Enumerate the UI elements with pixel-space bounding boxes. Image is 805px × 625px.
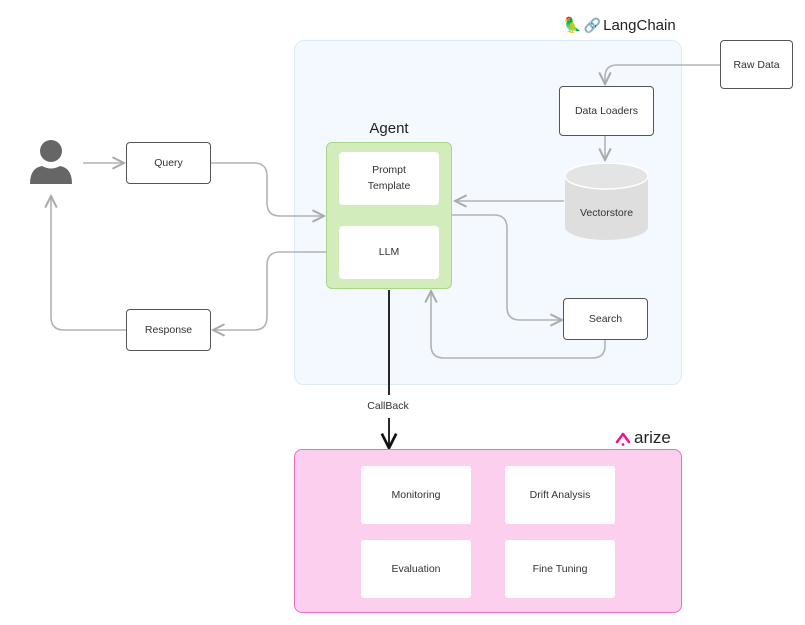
langchain-brand-label: LangChain: [603, 16, 676, 34]
arize-container: Monitoring Drift Analysis Evaluation Fin…: [294, 449, 682, 613]
prompt-template-node[interactable]: Prompt Template: [339, 152, 439, 205]
query-node[interactable]: Query: [126, 142, 211, 184]
vectorstore-label: Vectorstore: [579, 207, 634, 219]
drift-analysis-tile[interactable]: Drift Analysis: [505, 466, 615, 524]
query-label: Query: [154, 157, 183, 169]
response-node[interactable]: Response: [126, 309, 211, 351]
link-icon: 🔗: [583, 16, 602, 33]
parrot-icon: 🦜: [563, 17, 582, 34]
search-node[interactable]: Search: [563, 298, 648, 340]
search-label: Search: [588, 313, 623, 325]
data-loaders-label: Data Loaders: [574, 105, 639, 117]
edge-agent-search-overlay: [452, 214, 562, 320]
llm-node[interactable]: LLM: [339, 226, 439, 279]
database-icon: [565, 163, 648, 240]
response-label: Response: [144, 324, 193, 336]
edge-search-agent-overlay: [431, 291, 606, 359]
edge-rawdata-loaders-overlay: [605, 64, 682, 84]
langchain-brand: 🦜 🔗 LangChain: [563, 16, 676, 35]
arize-brand-label: arize: [634, 428, 671, 447]
edge-response-user: [51, 196, 126, 331]
edge-query-agent: [211, 162, 324, 216]
fine-tuning-tile[interactable]: Fine Tuning: [505, 540, 615, 598]
raw-data-label: Raw Data: [733, 58, 780, 71]
agent-node[interactable]: Prompt Template LLM: [326, 142, 452, 289]
callback-label: CallBack: [355, 400, 421, 412]
data-loaders-node[interactable]: Data Loaders: [559, 86, 654, 136]
vectorstore-node[interactable]: Vectorstore: [565, 163, 648, 241]
arize-caret-icon: [615, 432, 631, 446]
evaluation-tile[interactable]: Evaluation: [361, 540, 471, 598]
raw-data-node[interactable]: Raw Data: [720, 40, 793, 89]
monitoring-tile[interactable]: Monitoring: [361, 466, 471, 524]
arize-brand: arize: [615, 428, 671, 448]
user-icon: [30, 140, 72, 184]
edge-agent-response: [213, 251, 326, 330]
agent-title: Agent: [369, 120, 409, 137]
